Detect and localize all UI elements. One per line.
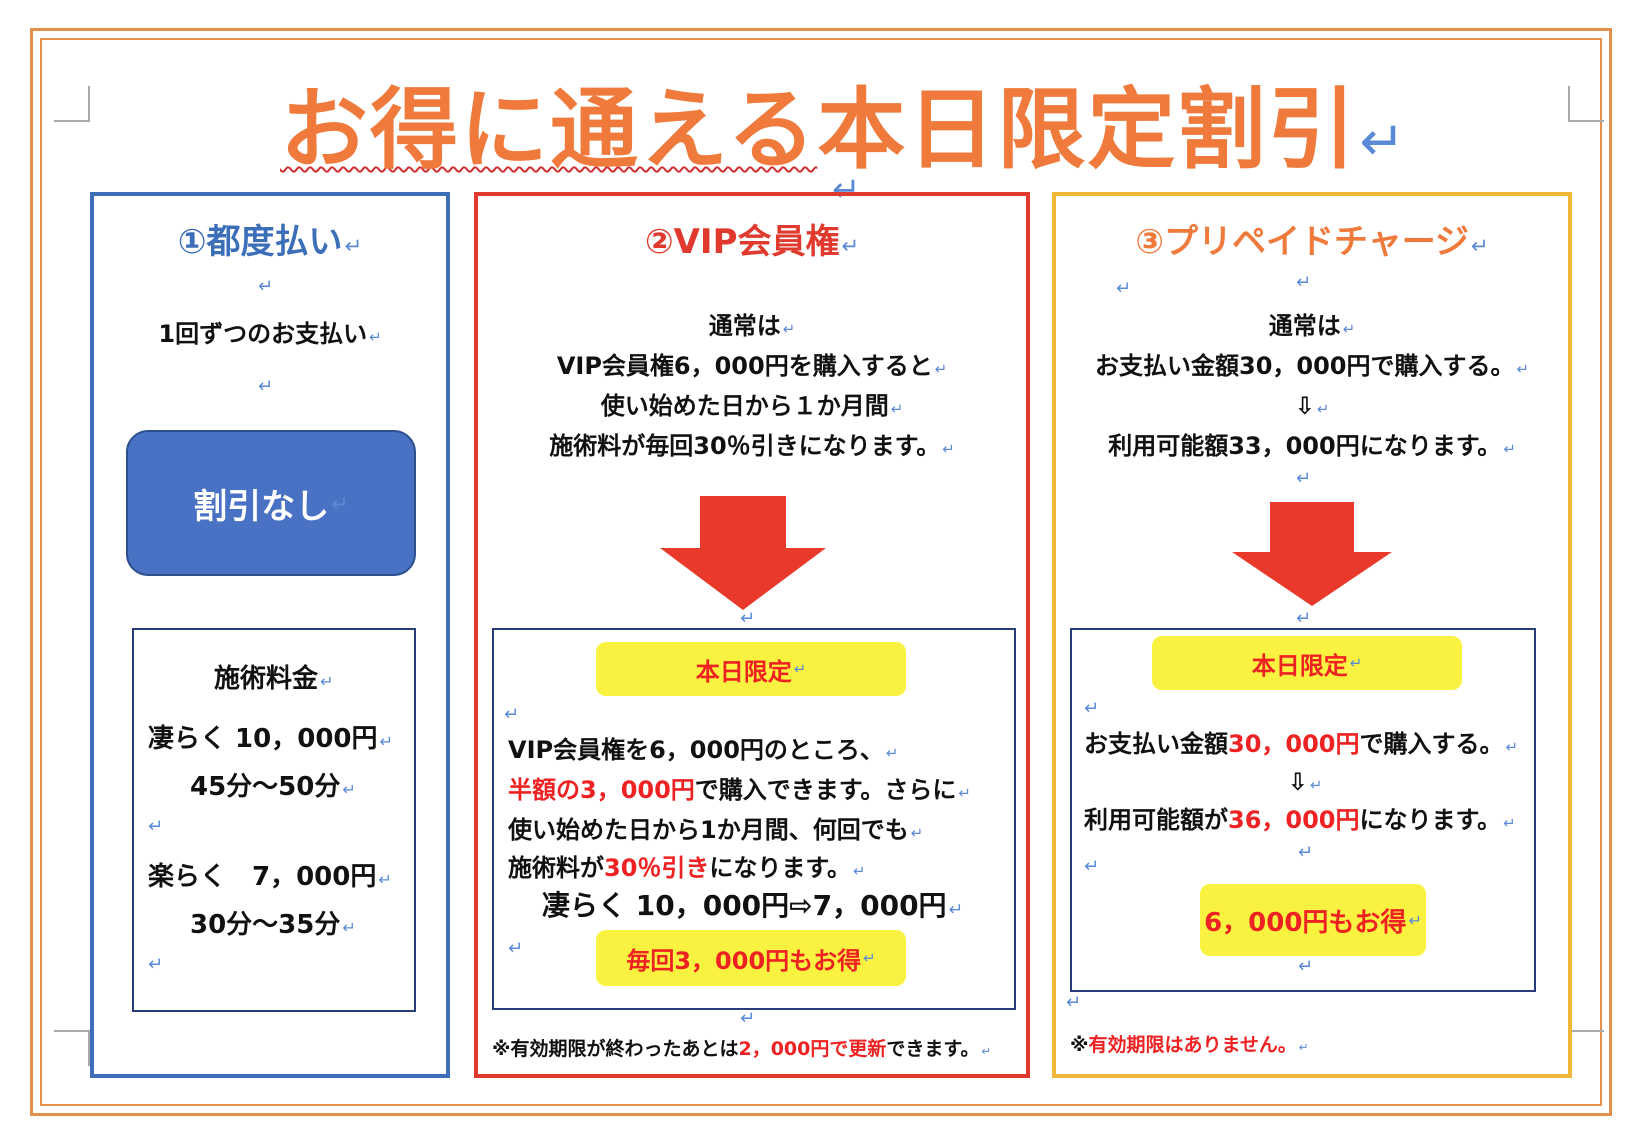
- return-mark: ↵: [1296, 272, 1312, 293]
- prepaid-expiry-note: ※有効期限はありません。↵: [1070, 1034, 1309, 1056]
- return-mark: ↵: [1298, 956, 1314, 977]
- vip-renewal-note: ※有効期限が終わったあとは2，000円で更新できます。↵: [492, 1038, 992, 1060]
- return-mark: ↵: [1296, 468, 1312, 489]
- return-mark: ↵: [1084, 698, 1100, 719]
- price-item-2-duration: 30分～35分↵: [190, 910, 356, 940]
- return-mark: ↵: [258, 376, 274, 397]
- page-border-outer: [30, 28, 1612, 1116]
- column-prepaid-charge: ③プリペイドチャージ↵ ↵ ↵ 通常は↵ お支払い金額30，000円で購入する。…: [1052, 192, 1572, 1078]
- down-arrow-icon: [660, 496, 826, 610]
- return-mark: ↵: [258, 276, 274, 297]
- today-offer-box: 本日限定↵ ↵ VIP会員権を6，000円のところ、↵ 半額の3，000円で購入…: [492, 628, 1016, 1010]
- saving-label: 6，000円もお得↵: [1200, 884, 1426, 956]
- normal-line-2: お支払い金額30，000円で購入する。↵: [1095, 352, 1529, 380]
- offer-line-4: 施術料が30％引きになります。↵: [508, 854, 866, 882]
- page-title: お得に通える本日限定割引↵: [280, 78, 1405, 181]
- title-part-rest: 本日限定割引: [817, 78, 1358, 181]
- return-mark: ↵: [508, 938, 524, 959]
- saving-label: 毎回3，000円もお得↵: [596, 930, 906, 986]
- no-discount-badge: 割引なし↵: [126, 430, 416, 576]
- return-mark: ↵: [148, 816, 164, 837]
- offer-line-3: 利用可能額が36，000円になります。↵: [1084, 806, 1516, 834]
- return-mark: ↵: [1066, 992, 1082, 1013]
- return-mark: ↵: [504, 704, 520, 725]
- return-mark: ↵: [1359, 109, 1408, 173]
- column-heading: ②VIP会員権↵: [644, 222, 860, 262]
- normal-line-1: 通常は↵: [1268, 312, 1356, 340]
- return-mark: ↵: [740, 608, 756, 629]
- normal-line-3: 使い始めた日から１か月間↵: [600, 392, 904, 420]
- crop-mark-bottom-right: [1568, 1030, 1604, 1066]
- normal-line-4: 施術料が毎回30％引きになります。↵: [549, 432, 955, 460]
- offer-line-3: 使い始めた日から1か月間、何回でも↵: [508, 816, 924, 844]
- normal-line-1: 通常は↵: [708, 312, 796, 340]
- return-mark: ↵: [1298, 842, 1314, 863]
- page-border-inner: [40, 38, 1602, 1106]
- column-heading: ③プリペイドチャージ↵: [1135, 222, 1489, 262]
- offer-line-1: お支払い金額30，000円で購入する。↵: [1084, 730, 1518, 758]
- column-vip-membership: ②VIP会員権↵ 通常は↵ VIP会員権6，000円を購入すると↵ 使い始めた日…: [474, 192, 1030, 1078]
- return-mark: ↵: [740, 1008, 756, 1029]
- column-pay-per-visit: ①都度払い↵ ↵ 1回ずつのお支払い↵ ↵ 割引なし↵ 施術料金↵ 凄らく 10…: [90, 192, 450, 1078]
- return-mark: ↵: [1296, 608, 1312, 629]
- column-heading: ①都度払い↵: [177, 222, 363, 262]
- anchor-icon: ↵: [832, 170, 861, 210]
- price-list-title: 施術料金↵: [214, 664, 334, 694]
- offer-line-2: 半額の3，000円で購入できます。さらに↵: [508, 776, 971, 804]
- title-part-spellcheck: お得に通える: [280, 78, 818, 181]
- price-item-1: 凄らく 10，000円↵: [148, 724, 394, 754]
- offer-line-1: VIP会員権を6，000円のところ、↵: [508, 736, 899, 764]
- normal-line-3: ⇩↵: [1294, 392, 1330, 420]
- price-item-1-duration: 45分～50分↵: [190, 772, 356, 802]
- today-offer-box: 本日限定↵ ↵ お支払い金額30，000円で購入する。↵ ⇩↵ 利用可能額が36…: [1070, 628, 1536, 992]
- crop-mark-bottom-left: [54, 1030, 90, 1066]
- offer-line-2: ⇩↵: [1287, 768, 1323, 796]
- return-mark: ↵: [148, 954, 164, 975]
- return-mark: ↵: [1084, 856, 1100, 877]
- today-only-label: 本日限定↵: [596, 642, 906, 696]
- normal-line-2: VIP会員権6，000円を購入すると↵: [556, 352, 948, 380]
- today-only-label: 本日限定↵: [1152, 636, 1462, 690]
- price-item-2: 楽らく 7，000円↵: [148, 862, 392, 892]
- column-description: 1回ずつのお支払い↵: [158, 320, 382, 348]
- normal-line-4: 利用可能額33，000円になります。↵: [1108, 432, 1516, 460]
- down-arrow-icon: [1232, 502, 1392, 606]
- return-mark: ↵: [1116, 278, 1132, 299]
- crop-mark-top-left: [54, 86, 90, 122]
- crop-mark-top-right: [1568, 86, 1604, 122]
- price-list-box: 施術料金↵ 凄らく 10，000円↵ 45分～50分↵ ↵ 楽らく 7，000円…: [132, 628, 416, 1012]
- offer-price-change: 凄らく 10，000円⇨7，000円↵: [542, 889, 964, 922]
